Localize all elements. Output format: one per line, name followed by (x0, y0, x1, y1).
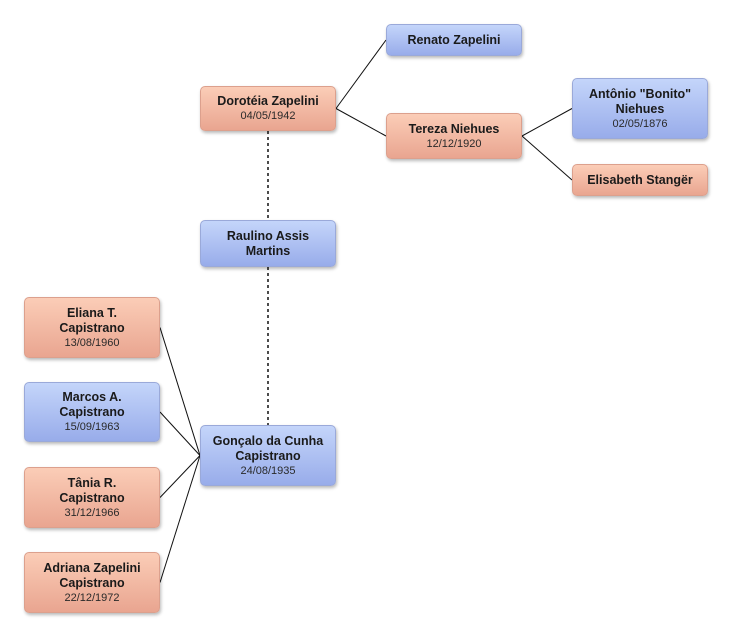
person-box-doroteia[interactable]: Dorotéia Zapelini 04/05/1942 (200, 86, 336, 131)
person-box-marcos[interactable]: Marcos A. Capistrano 15/09/1963 (24, 382, 160, 442)
person-box-elisabeth[interactable]: Elisabeth Stangër (572, 164, 708, 196)
parent-link-renato (335, 39, 387, 109)
person-name: Antônio "Bonito" Niehues (588, 86, 692, 116)
person-name: Elisabeth Stangër (587, 172, 693, 187)
person-name: Raulino Assis Martins (226, 228, 310, 258)
person-name: Marcos A. Capistrano (59, 390, 125, 419)
person-name: Renato Zapelini (407, 32, 501, 47)
person-name: Eliana T. Capistrano (59, 305, 125, 335)
person-box-tania[interactable]: Tânia R. Capistrano 31/12/1966 (24, 467, 160, 528)
person-box-goncalo[interactable]: Gonçalo da Cunha Capistrano 24/08/1935 (200, 425, 336, 486)
parent-link-adriana (159, 455, 201, 583)
person-box-tereza[interactable]: Tereza Niehues 12/12/1920 (386, 113, 522, 159)
person-name: Adriana Zapelini Capistrano (43, 560, 141, 590)
parent-link-elisabeth (521, 135, 573, 181)
person-date: 15/09/1963 (64, 421, 120, 433)
parent-link-eliana (159, 327, 201, 456)
parent-link-antonio (521, 108, 573, 137)
person-date: 04/05/1942 (240, 110, 296, 122)
person-date: 24/08/1935 (240, 464, 296, 477)
parent-link-tania (159, 455, 201, 498)
person-box-eliana[interactable]: Eliana T. Capistrano 13/08/1960 (24, 297, 160, 358)
person-name: Gonçalo da Cunha Capistrano (212, 433, 324, 463)
person-name: Dorotéia Zapelini (217, 94, 319, 108)
person-box-antonio[interactable]: Antônio "Bonito" Niehues 02/05/1876 (572, 78, 708, 139)
person-date: 31/12/1966 (64, 506, 120, 519)
person-date: 22/12/1972 (64, 591, 120, 604)
person-date: 13/08/1960 (64, 336, 120, 349)
parent-link-marcos (159, 411, 201, 456)
person-name: Tereza Niehues (408, 121, 500, 136)
person-box-renato[interactable]: Renato Zapelini (386, 24, 522, 56)
person-box-raulino[interactable]: Raulino Assis Martins (200, 220, 336, 267)
person-date: 02/05/1876 (612, 117, 668, 130)
person-box-adriana[interactable]: Adriana Zapelini Capistrano 22/12/1972 (24, 552, 160, 613)
parent-link-tereza (335, 108, 387, 137)
person-date: 12/12/1920 (426, 137, 482, 150)
person-name: Tânia R. Capistrano (59, 475, 125, 505)
